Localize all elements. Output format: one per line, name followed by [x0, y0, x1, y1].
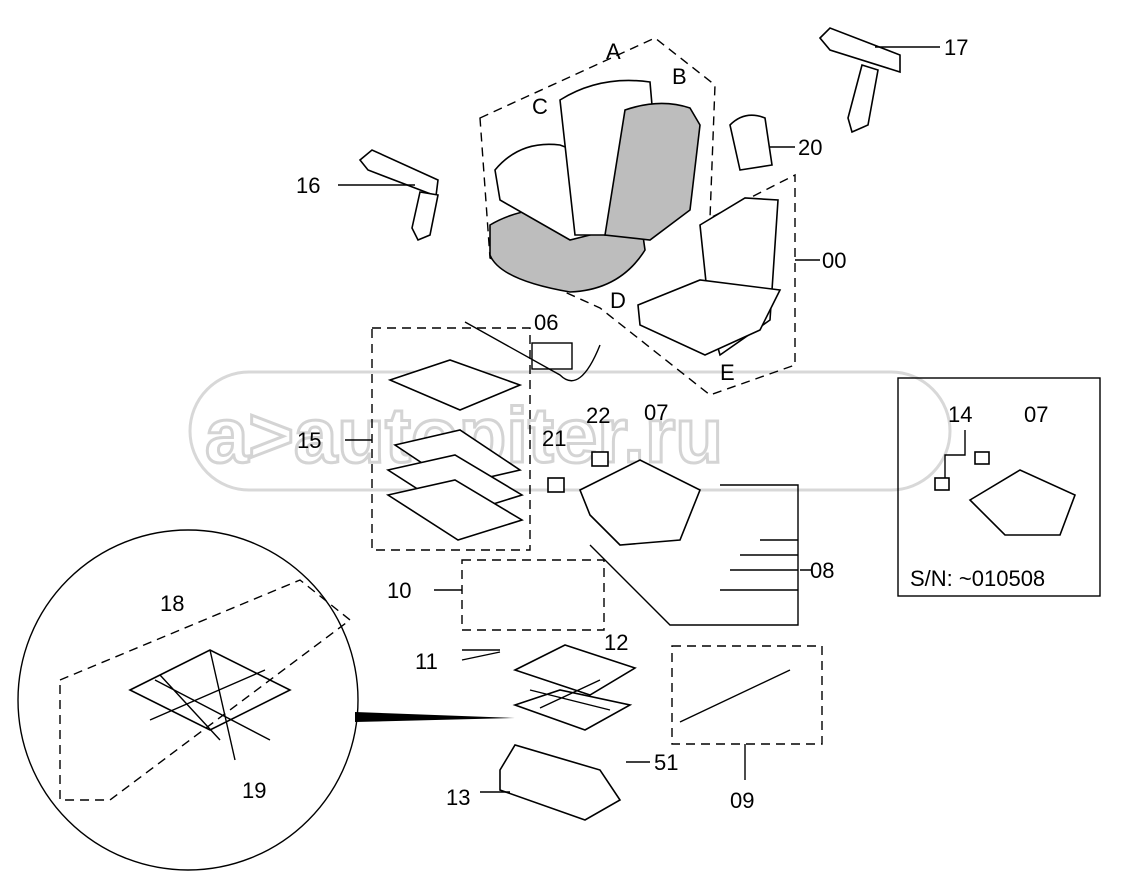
callout-17: 17	[944, 35, 968, 60]
group-10-outline	[461, 559, 605, 631]
callout-a: A	[606, 39, 621, 64]
detail-circle	[17, 529, 359, 871]
group-09-outline	[671, 645, 823, 745]
callout-13: 13	[446, 785, 470, 810]
callout-07-inset: 07	[1024, 402, 1048, 427]
callout-18: 18	[160, 591, 184, 616]
handle-13	[499, 744, 622, 821]
callout-15: 15	[297, 428, 321, 453]
serial-number-range: S/N: ~010508	[910, 566, 1045, 591]
callout-10: 10	[387, 578, 411, 603]
inset-cap	[974, 451, 990, 465]
callout-16: 16	[296, 173, 320, 198]
armrest-16	[358, 149, 439, 242]
detail-outline	[59, 579, 352, 801]
cable-06-leader	[531, 342, 573, 370]
callout-c: C	[532, 94, 548, 119]
callout-b: B	[672, 64, 687, 89]
callout-14: 14	[948, 402, 972, 427]
leader-11	[461, 649, 501, 661]
cap-21	[547, 477, 565, 493]
seat-frame	[637, 197, 782, 357]
callout-11: 11	[415, 649, 438, 674]
callout-22: 22	[586, 403, 610, 428]
callout-07: 07	[644, 400, 668, 425]
headrest	[729, 114, 773, 171]
inset-box	[897, 377, 1101, 597]
callout-20: 20	[798, 135, 822, 160]
damper-09	[679, 669, 791, 723]
callout-09: 09	[730, 788, 754, 813]
slide-rails	[385, 359, 524, 541]
callout-21: 21	[542, 426, 566, 451]
backrest-b	[604, 102, 701, 241]
cap-22	[591, 451, 609, 467]
group-15-outline	[371, 327, 531, 551]
detail-pointer	[355, 712, 515, 722]
callout-08: 08	[810, 558, 834, 583]
inset-bracket-07	[968, 469, 1077, 536]
armrest-17	[818, 27, 901, 134]
suspension-12	[512, 644, 637, 731]
bracket-07	[578, 459, 702, 546]
callout-06: 06	[534, 310, 558, 335]
callout-00: 00	[822, 248, 846, 273]
inset-cap	[934, 477, 950, 491]
callout-e: E	[720, 360, 735, 385]
cable-06	[464, 321, 601, 382]
callout-d: D	[610, 288, 626, 313]
leader-08	[589, 484, 812, 626]
scissor-frame	[128, 649, 292, 761]
callout-51: 51	[654, 750, 678, 775]
callout-19: 19	[242, 778, 266, 803]
callout-12: 12	[604, 630, 628, 655]
